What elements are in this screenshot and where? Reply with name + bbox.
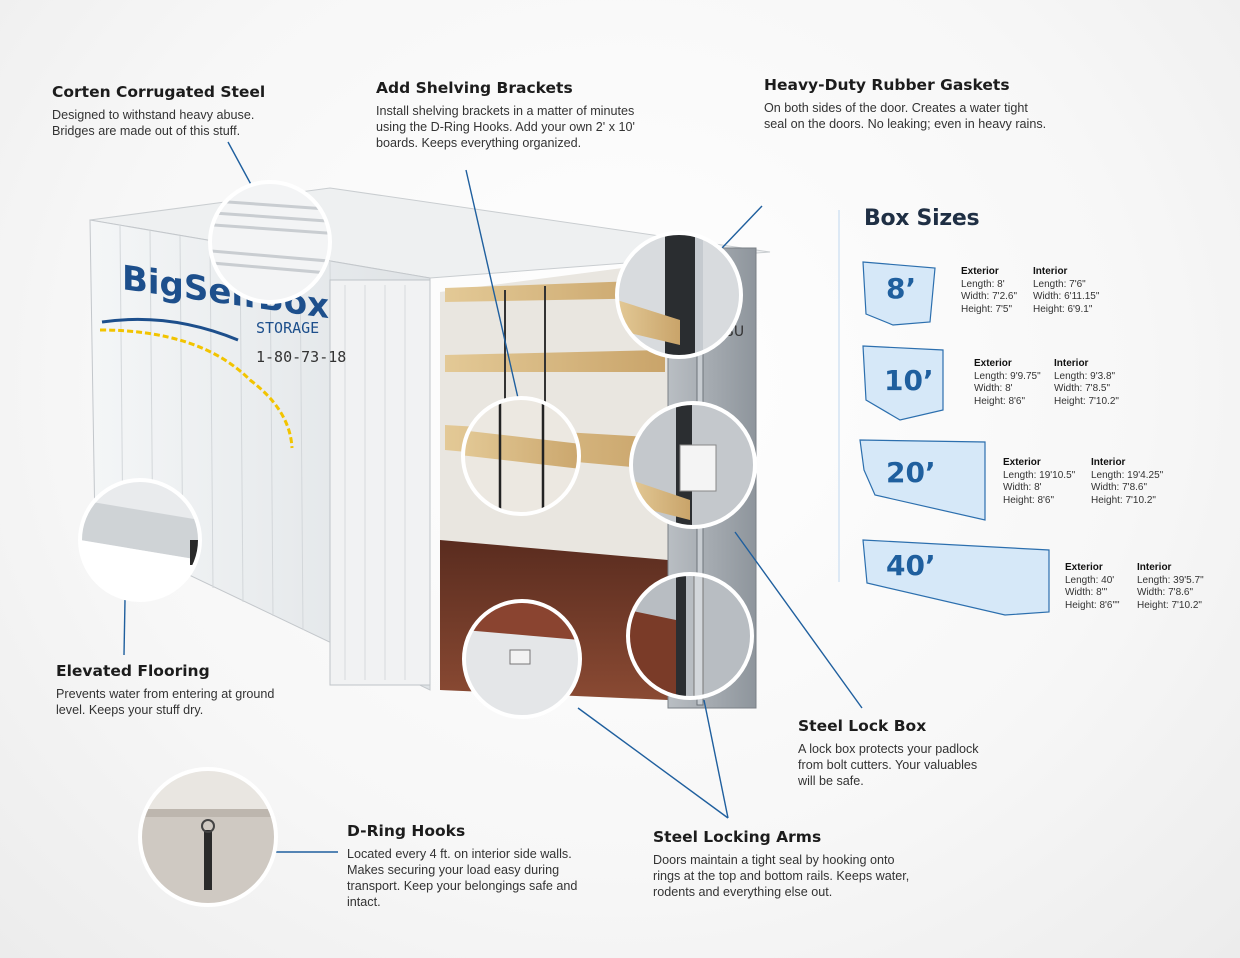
callout-title: Corten Corrugated Steel bbox=[52, 83, 266, 101]
side-text-storage: STORAGE bbox=[256, 319, 319, 337]
leader-lockbox bbox=[734, 531, 863, 709]
leader-arms-1 bbox=[577, 707, 729, 819]
callout-title: Add Shelving Brackets bbox=[376, 79, 573, 97]
side-text-phone: 1-80-73-18 bbox=[256, 348, 346, 366]
spec-10ft-interior: Interior Length: 9'3.8" Width: 7'8.5" He… bbox=[1054, 358, 1119, 408]
spec-line: Length: 8' bbox=[961, 278, 1005, 290]
leader-corten bbox=[227, 141, 255, 191]
spec-line: Height: 7'10.2" bbox=[1091, 494, 1156, 506]
spec-line: Width: 8'" bbox=[1065, 587, 1108, 598]
callout-steel-locking-arms: Steel Locking Arms Doors maintain a tigh… bbox=[653, 828, 923, 900]
zoom-gaskets bbox=[615, 231, 743, 359]
zoom-floor-ring bbox=[462, 599, 582, 719]
logo-swoosh-yellow bbox=[99, 328, 294, 449]
spec-8ft-exterior: Exterior Length: 8' Width: 7'2.6" Height… bbox=[961, 266, 1017, 316]
spec-line: Width: 7'8.5" bbox=[1054, 383, 1111, 394]
spec-line: Width: 6'11.15" bbox=[1033, 291, 1100, 302]
spec-line: Height: 7'5" bbox=[961, 303, 1013, 315]
callout-title: Elevated Flooring bbox=[56, 662, 210, 680]
spec-40ft-interior: Interior Length: 39'5.7" Width: 7'8.6" H… bbox=[1137, 562, 1204, 612]
callout-body: A lock box protects your padlock from bo… bbox=[798, 742, 979, 788]
callout-title: Steel Lock Box bbox=[798, 717, 927, 735]
spec-line: Height: 7'10.2" bbox=[1137, 599, 1202, 611]
leader-arms-2 bbox=[703, 699, 729, 819]
leader-lines bbox=[123, 141, 863, 853]
callout-body: Located every 4 ft. on interior side wal… bbox=[347, 847, 578, 909]
spec-line: Length: 9'9.75" bbox=[974, 370, 1041, 382]
callout-steel-lock-box: Steel Lock Box A lock box protects your … bbox=[798, 717, 998, 789]
logo-swoosh bbox=[101, 317, 239, 342]
zoom-elevated-flooring bbox=[78, 478, 202, 602]
spec-line: Height: 6'9.1" bbox=[1033, 303, 1093, 315]
spec-line: Length: 39'5.7" bbox=[1137, 574, 1204, 586]
spec-40ft-exterior: Exterior Length: 40' Width: 8'" Height: … bbox=[1065, 562, 1120, 612]
spec-line: Length: 19'4.25" bbox=[1091, 469, 1164, 481]
spec-line: Height: 8'6" bbox=[1003, 494, 1055, 506]
box-shape-20ft bbox=[859, 439, 986, 521]
box-sizes-title: Box Sizes bbox=[864, 206, 980, 231]
callout-rubber-gaskets: Heavy-Duty Rubber Gaskets On both sides … bbox=[764, 76, 1054, 132]
spec-8ft-interior: Interior Length: 7'6" Width: 6'11.15" He… bbox=[1033, 266, 1099, 316]
spec-heading: Interior bbox=[1054, 358, 1089, 369]
callout-body: Designed to withstand heavy abuse. Bridg… bbox=[52, 108, 255, 138]
leader-flooring bbox=[123, 599, 126, 656]
container-front-door-left bbox=[329, 279, 431, 686]
spec-line: Width: 7'2.6" bbox=[961, 291, 1018, 302]
callout-title: D-Ring Hooks bbox=[347, 822, 466, 840]
spec-line: Height: 7'10.2" bbox=[1054, 395, 1119, 407]
spec-line: Length: 9'3.8" bbox=[1054, 370, 1116, 382]
spec-line: Width: 7'8.6" bbox=[1137, 587, 1194, 598]
callout-corten-steel: Corten Corrugated Steel Designed to with… bbox=[52, 83, 292, 139]
spec-line: Width: 8' bbox=[1003, 482, 1042, 493]
callout-body: Install shelving brackets in a matter of… bbox=[376, 104, 635, 150]
leader-gaskets bbox=[721, 205, 763, 249]
callout-title: Steel Locking Arms bbox=[653, 828, 822, 846]
size-label-20ft: 20’ bbox=[886, 456, 936, 489]
callout-shelving-brackets: Add Shelving Brackets Install shelving b… bbox=[376, 79, 636, 151]
callout-title: Heavy-Duty Rubber Gaskets bbox=[764, 76, 1010, 94]
spec-line: Length: 7'6" bbox=[1033, 278, 1086, 290]
spec-line: Height: 8'6"" bbox=[1065, 599, 1120, 611]
spec-heading: Exterior bbox=[1003, 457, 1041, 468]
size-label-10ft: 10’ bbox=[884, 364, 934, 397]
spec-heading: Exterior bbox=[1065, 562, 1103, 573]
spec-10ft-exterior: Exterior Length: 9'9.75" Width: 8' Heigh… bbox=[974, 358, 1041, 408]
zoom-lockbox bbox=[629, 401, 757, 529]
box-shape-40ft bbox=[862, 539, 1050, 616]
box-shape-8ft bbox=[862, 261, 936, 326]
spec-heading: Interior bbox=[1091, 457, 1126, 468]
leader-shelving bbox=[465, 169, 519, 399]
callout-elevated-flooring: Elevated Flooring Prevents water from en… bbox=[56, 662, 296, 718]
spec-line: Width: 7'8.6" bbox=[1091, 482, 1148, 493]
zoom-corten bbox=[208, 180, 332, 304]
spec-heading: Exterior bbox=[961, 266, 999, 277]
spec-line: Length: 19'10.5" bbox=[1003, 469, 1076, 481]
zoom-locking-arms bbox=[626, 572, 754, 700]
size-label-8ft: 8’ bbox=[886, 272, 917, 305]
zoom-shelving bbox=[461, 396, 581, 516]
spec-heading: Interior bbox=[1137, 562, 1172, 573]
spec-20ft-interior: Interior Length: 19'4.25" Width: 7'8.6" … bbox=[1091, 457, 1163, 507]
spec-20ft-exterior: Exterior Length: 19'10.5" Width: 8' Heig… bbox=[1003, 457, 1075, 507]
callout-body: Doors maintain a tight seal by hooking o… bbox=[653, 853, 910, 899]
box-sizes-divider bbox=[838, 210, 840, 582]
size-label-40ft: 40’ bbox=[886, 549, 936, 582]
callout-d-ring-hooks: D-Ring Hooks Located every 4 ft. on inte… bbox=[347, 822, 597, 910]
spec-line: Width: 8' bbox=[974, 383, 1013, 394]
box-size-shapes bbox=[859, 261, 1050, 616]
spec-line: Length: 40' bbox=[1065, 574, 1115, 586]
zoom-d-ring bbox=[138, 767, 278, 907]
callout-body: Prevents water from entering at ground l… bbox=[56, 687, 275, 717]
spec-heading: Exterior bbox=[974, 358, 1012, 369]
callout-body: On both sides of the door. Creates a wat… bbox=[764, 101, 1047, 131]
spec-line: Height: 8'6" bbox=[974, 395, 1026, 407]
spec-heading: Interior bbox=[1033, 266, 1068, 277]
box-shape-10ft bbox=[862, 345, 944, 421]
door-ribs bbox=[344, 285, 406, 680]
